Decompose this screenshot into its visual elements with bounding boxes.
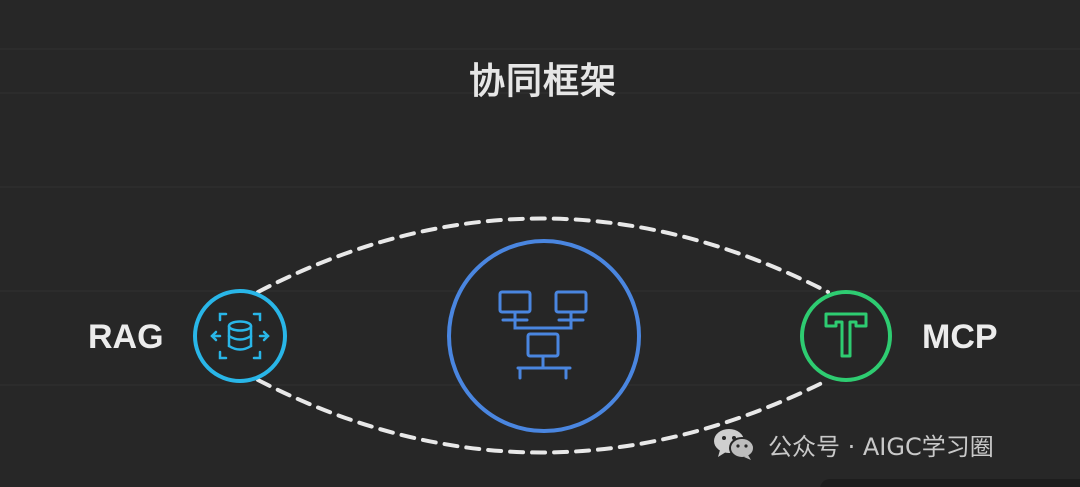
network-computers-icon <box>498 290 588 380</box>
center-node-circle <box>447 239 641 433</box>
diagram-title: 协同框架 <box>468 61 617 102</box>
center-node <box>447 239 641 433</box>
rag-node-circle <box>193 289 287 383</box>
mcp-node <box>800 290 892 382</box>
background-band <box>0 186 1080 188</box>
wechat-icon <box>714 429 755 460</box>
mcp-label: MCP <box>922 318 998 356</box>
database-scan-icon <box>210 312 270 360</box>
bottom-dashed-connector <box>256 378 830 455</box>
top-dashed-connector <box>256 216 830 294</box>
background-band <box>0 92 1080 94</box>
watermark-text: 公众号 · AIGC学习圈 <box>768 432 994 461</box>
bottom-shade <box>820 479 1080 487</box>
background-band <box>0 48 1080 50</box>
mcp-node-circle <box>800 290 892 382</box>
t-tool-icon <box>824 312 868 358</box>
rag-label: RAG <box>88 318 164 356</box>
watermark: 公众号 · AIGC学习圈 <box>712 424 994 464</box>
rag-node <box>193 289 287 383</box>
